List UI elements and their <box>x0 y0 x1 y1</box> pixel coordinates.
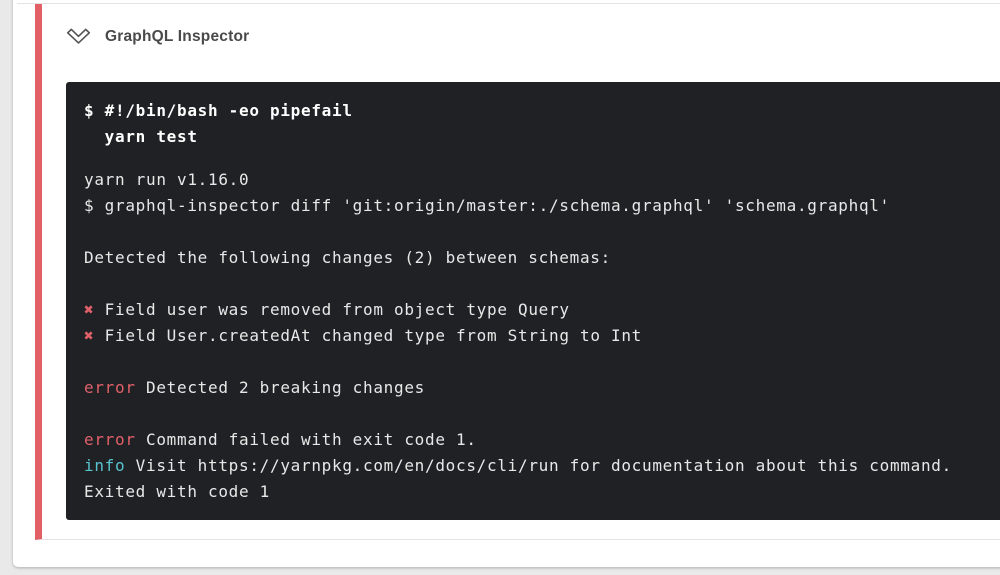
terminal-line: Exited with code 1 <box>84 482 270 501</box>
terminal-line <box>84 349 1000 375</box>
terminal-line: ✖ Field user was removed from object typ… <box>84 300 570 319</box>
terminal-line: error Detected 2 breaking changes <box>84 378 425 397</box>
step-title: GraphQL Inspector <box>105 28 250 45</box>
terminal-line <box>84 401 1000 427</box>
terminal-line <box>84 219 1000 245</box>
terminal-line: info Visit https://yarnpkg.com/en/docs/c… <box>84 456 952 475</box>
terminal-output: yarn run v1.16.0 $ graphql-inspector diff… <box>66 167 1000 519</box>
step-section-failed: GraphQL Inspector $ #!/bin/bash -eo pipe… <box>35 4 1000 540</box>
terminal-line: $ #!/bin/bash -eo pipefail <box>84 101 353 120</box>
terminal-console: $ #!/bin/bash -eo pipefail yarn test yar… <box>66 82 1000 520</box>
terminal-line: ✖ Field User.createdAt changed type from… <box>84 326 642 345</box>
step-header-toggle[interactable]: GraphQL Inspector <box>65 22 249 52</box>
collapse-chevron-icon <box>66 28 91 44</box>
divider <box>17 3 1000 4</box>
terminal-line: yarn test <box>84 127 198 146</box>
terminal-line: $ graphql-inspector diff 'git:origin/mas… <box>84 196 890 215</box>
build-step-card: GraphQL Inspector $ #!/bin/bash -eo pipe… <box>13 0 1000 567</box>
terminal-line: yarn run v1.16.0 <box>84 170 250 189</box>
terminal-line: error Command failed with exit code 1. <box>84 430 477 449</box>
terminal-line <box>84 271 1000 297</box>
terminal-command: $ #!/bin/bash -eo pipefail yarn test <box>66 82 1000 150</box>
terminal-line: Detected the following changes (2) betwe… <box>84 248 611 267</box>
